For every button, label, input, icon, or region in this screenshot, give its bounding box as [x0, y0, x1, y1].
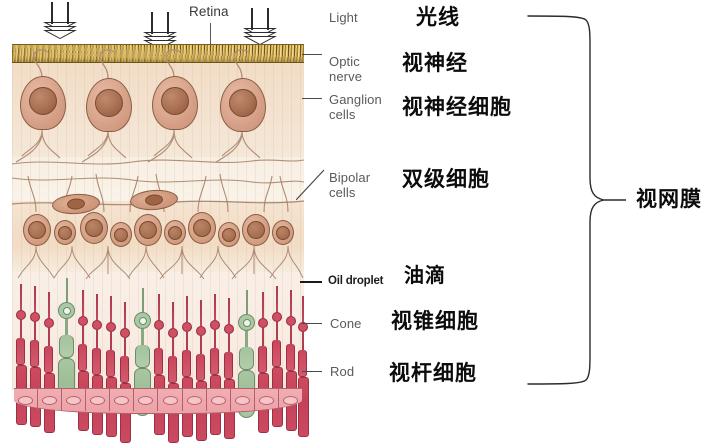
chevron-notch	[247, 37, 273, 44]
rpe-cell	[207, 389, 231, 411]
rpe-cell	[231, 389, 255, 411]
rpe-cell	[38, 389, 63, 411]
rod-cell	[106, 296, 117, 437]
rod-cell	[258, 292, 269, 433]
label-ganglion-cells-cn: 视神经细胞	[402, 95, 512, 119]
label-bipolar-cells-cn: 双级细胞	[402, 167, 490, 191]
label-oil-droplet-cn: 油滴	[404, 263, 446, 287]
nerve-fiber-layer	[12, 44, 304, 63]
rod-cell	[298, 296, 309, 437]
arrow-stems	[243, 8, 277, 30]
retinal-pigment-epithelium	[14, 388, 302, 414]
cone-cell	[58, 278, 75, 406]
ganglion-cell	[220, 78, 266, 132]
rpe-cell	[279, 389, 302, 411]
label-optic-nerve: Optic nerve	[329, 54, 363, 84]
bipolar-cell	[110, 222, 132, 247]
bipolar-cell	[134, 214, 162, 246]
rpe-cell	[158, 389, 183, 411]
leader-line-optic-nerve	[302, 54, 322, 55]
bipolar-cell	[272, 220, 294, 245]
light-arrow-group-1	[43, 2, 77, 39]
ganglion-cell	[86, 78, 132, 132]
label-retina: Retina	[189, 4, 229, 19]
leader-line-ganglion-cells	[302, 98, 322, 99]
rpe-cell	[255, 389, 279, 411]
rod-cell	[92, 294, 103, 435]
label-ganglion-cells: Ganglion cells	[329, 92, 382, 122]
leader-line-rod	[302, 371, 322, 372]
bipolar-cell	[80, 212, 108, 244]
bipolar-cell	[164, 220, 186, 245]
label-cone: Cone	[330, 316, 362, 331]
arrow-stems	[43, 2, 77, 24]
label-cone-cn: 视锥细胞	[391, 309, 479, 333]
rod-cell	[120, 302, 131, 443]
ganglion-cell	[20, 76, 66, 130]
ganglion-cell	[152, 76, 198, 130]
oil-droplet	[242, 318, 251, 327]
leader-line-bipolar-cells	[296, 169, 325, 201]
bipolar-cell	[23, 214, 51, 246]
light-arrow-group-3	[243, 8, 277, 45]
bipolar-cell	[218, 222, 240, 247]
label-bipolar-cells: Bipolar cells	[329, 170, 371, 200]
chevron-notch	[47, 31, 73, 38]
leader-line-oil-droplet	[300, 281, 322, 283]
rpe-cell	[134, 389, 159, 411]
label-light: Light	[329, 10, 358, 25]
leader-line-cone	[302, 323, 322, 324]
label-rod: Rod	[330, 364, 355, 379]
rod-cell	[182, 296, 193, 437]
light-arrow-group-2	[143, 12, 177, 49]
label-optic-nerve-cn: 视神经	[402, 51, 468, 75]
rpe-cell	[62, 389, 87, 411]
retina-cross-section	[11, 44, 309, 443]
rod-cell	[44, 292, 55, 433]
oil-droplet	[138, 316, 147, 325]
oil-droplet	[62, 306, 71, 315]
rpe-cell	[86, 389, 111, 411]
label-oil-droplet: Oil droplet	[328, 275, 384, 287]
bipolar-cell	[188, 212, 216, 244]
rpe-cell	[110, 389, 135, 411]
label-rod-cn: 视杆细胞	[389, 361, 477, 385]
bipolar-cell	[242, 214, 270, 246]
rpe-cell	[14, 389, 39, 411]
leader-line-retina	[210, 23, 211, 46]
bipolar-cell	[54, 220, 76, 245]
rod-cell	[196, 300, 207, 441]
label-light-cn: 光线	[416, 5, 460, 29]
retina-brace	[527, 15, 626, 385]
rod-cell	[224, 298, 235, 439]
rpe-cell	[183, 389, 207, 411]
rod-cell	[210, 294, 221, 435]
rod-cell	[168, 302, 179, 443]
arrow-stems	[143, 12, 177, 34]
label-retina-cn: 视网膜	[636, 187, 702, 211]
